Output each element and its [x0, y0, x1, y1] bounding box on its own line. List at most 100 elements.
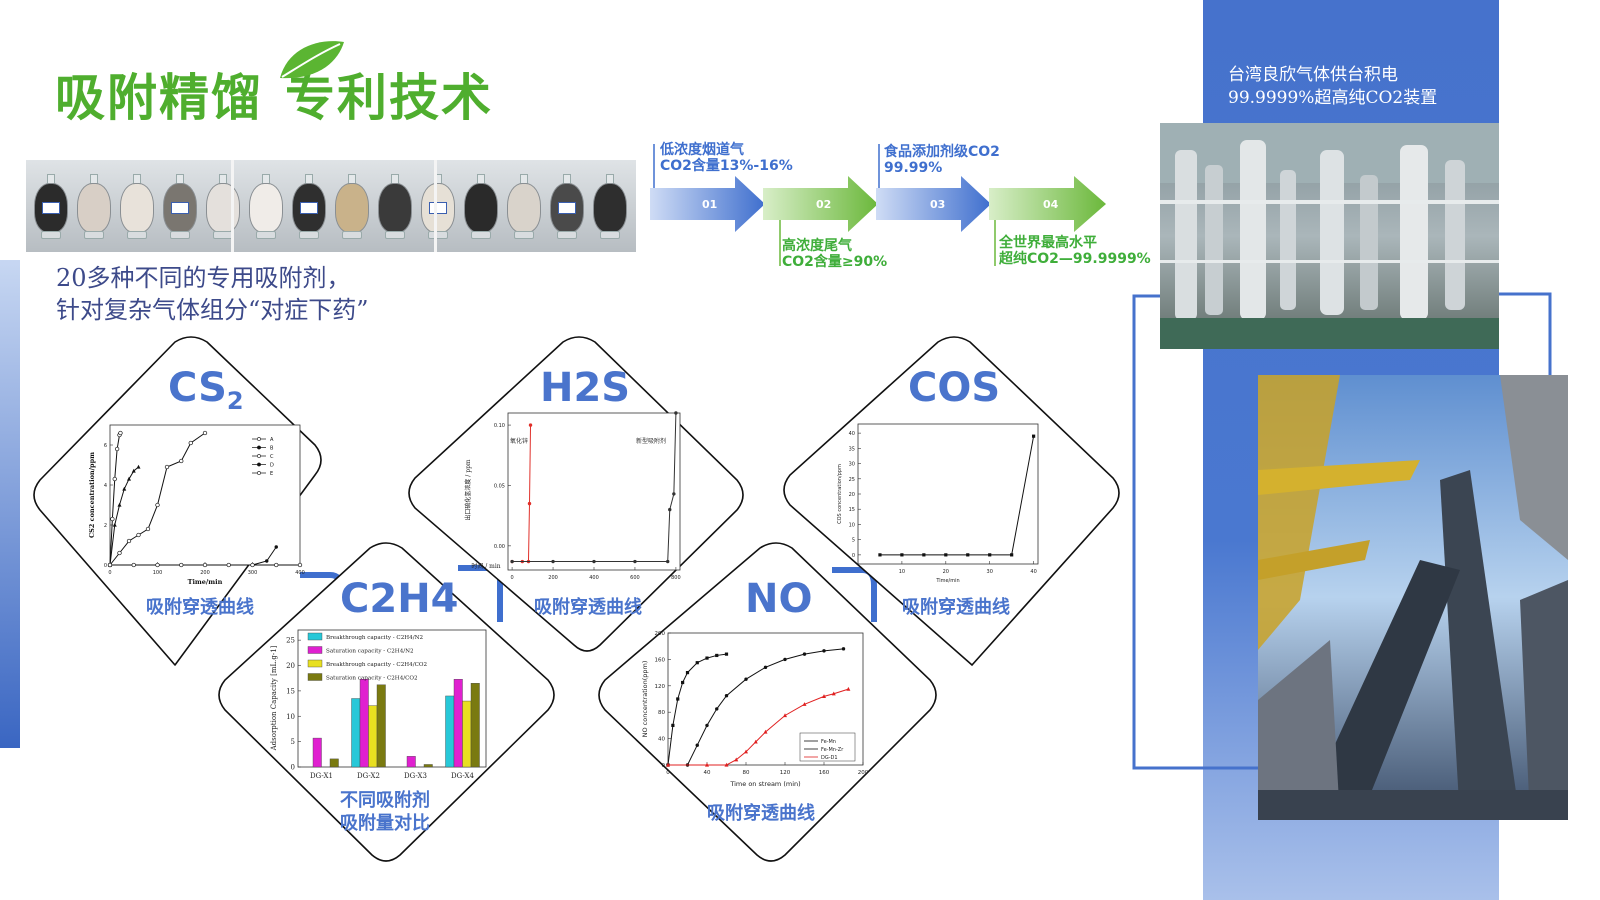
- cs2-x-tick-label: 200: [200, 570, 210, 576]
- h2s-new-point: [592, 559, 596, 564]
- cs2-C-point: [155, 562, 160, 568]
- no-legend-label: Fe-Mn-Zr: [821, 747, 844, 753]
- cos-chart-frame: [857, 423, 1039, 565]
- no-x-tick-label: 80: [743, 770, 750, 776]
- sample-flask: [249, 174, 283, 244]
- c2h4-bar: [368, 705, 378, 768]
- h2s-x-tick-label: 0: [511, 575, 514, 581]
- cs2-C-point: [202, 562, 208, 568]
- step-4-label: 全世界最高水平 超纯CO2—99.9999%: [999, 235, 1151, 267]
- arrow-step-1: [650, 176, 765, 232]
- c2h4-legend-label: Breakthrough capacity - C2H4/CO2: [326, 662, 427, 668]
- no-dg-d1-point: [802, 702, 807, 706]
- caption-h2s: 吸附穿透曲线: [534, 597, 642, 618]
- h2s-x-tick-label: 200: [548, 575, 558, 581]
- sample-flask: [335, 174, 369, 244]
- cs2-legend-marker: [257, 471, 261, 475]
- cs2-D-point: [112, 522, 117, 527]
- c2h4-legend-swatch: [307, 632, 323, 641]
- photo-separator: [434, 160, 437, 252]
- h2s-y-axis-label: 出口硫化氢浓度 / ppm: [464, 459, 472, 521]
- arrow-step-2: [763, 176, 878, 232]
- process-flow: 01 02 03 04 低浓度烟道气 CO2含量13%-16% 高浓度尾气 CO…: [650, 140, 1170, 275]
- cs2-E-point: [126, 538, 132, 544]
- no-fe-mn-zr-point: [724, 694, 729, 698]
- no-x-tick-label: 160: [819, 770, 830, 776]
- no-dg-d1-point: [831, 691, 836, 696]
- cos-series-point: [988, 553, 992, 557]
- caption-no: 吸附穿透曲线: [707, 803, 815, 824]
- cs2-E-point: [164, 464, 170, 470]
- cos-series-point: [922, 553, 926, 557]
- gas-label-h2s: H2S: [540, 365, 631, 411]
- c2h4-bar: [406, 756, 416, 768]
- title-part-2: 专利技术: [285, 69, 493, 127]
- gas-label-no: NO: [745, 576, 813, 622]
- c2h4-y-tick-label: 10: [286, 713, 295, 721]
- c2h4-bar: [329, 758, 339, 768]
- cs2-E-point: [155, 502, 160, 508]
- h2s-new-point: [668, 507, 672, 512]
- c2h4-bar: [445, 695, 455, 768]
- c2h4-bar: [376, 684, 386, 768]
- gas-label-cs2: CS2: [168, 365, 244, 415]
- no-y-tick-label: 40: [658, 737, 665, 743]
- step-4-number: 04: [1043, 198, 1059, 211]
- cs2-y-axis-label: CS2 concentration/ppm: [88, 452, 96, 538]
- no-fe-mn-zr-point: [695, 743, 699, 747]
- cos-series-point: [878, 553, 882, 557]
- cos-x-tick-label: 30: [987, 569, 993, 575]
- sample-flask: [34, 174, 68, 244]
- no-x-tick-label: 40: [704, 770, 711, 776]
- c2h4-bar: [462, 700, 472, 768]
- no-fe-mn-point: [715, 653, 719, 658]
- no-fe-mn-point: [671, 723, 675, 727]
- no-fe-mn-point: [705, 656, 709, 660]
- h2s-new-point: [551, 559, 555, 564]
- leaf-icon: [280, 41, 344, 79]
- c2h4-category-label: DG-X3: [404, 772, 427, 780]
- sample-flask: [292, 174, 326, 244]
- h2s-x-axis-label: 时间 / min: [471, 562, 500, 570]
- no-x-tick-label: 120: [780, 770, 791, 776]
- cs2-chart-frame: [109, 424, 301, 566]
- no-x-tick-label: 200: [858, 770, 869, 776]
- step-2-label: 高浓度尾气 CO2含量≥90%: [782, 238, 888, 270]
- cs2-y-tick-label: 0: [104, 563, 107, 569]
- process-arrows: [650, 144, 1106, 266]
- no-dg-d1-point: [705, 762, 709, 767]
- cs2-E-line: [109, 432, 206, 566]
- no-dg-d1-point: [744, 749, 748, 754]
- h2s-x-tick-label: 600: [630, 575, 640, 581]
- cs2-legend-label: A: [270, 437, 274, 443]
- cs2-D-point: [127, 476, 131, 481]
- arrow-step-4: [989, 176, 1106, 232]
- no-fe-mn-zr-line: [668, 648, 844, 766]
- c2h4-bar: [359, 679, 369, 768]
- cs2-C-point: [274, 562, 279, 568]
- c2h4-category-label: DG-X2: [357, 772, 380, 780]
- no-legend-label: Fe-Mn: [821, 739, 836, 745]
- cos-series-point: [900, 553, 904, 557]
- no-dg-d1-point: [724, 762, 729, 767]
- sample-flask: [421, 174, 455, 244]
- c2h4-bar: [423, 764, 433, 768]
- cs2-D-point: [117, 502, 122, 507]
- no-fe-mn-point: [681, 680, 685, 685]
- sample-flask: [206, 174, 240, 244]
- cs2-legend-marker: [257, 445, 261, 450]
- no-fe-mn-zr-point: [715, 707, 719, 711]
- cs2-E-point: [107, 562, 113, 568]
- cos-y-tick-label: 25: [849, 477, 855, 483]
- cs2-A-point: [110, 516, 115, 522]
- c2h4-bar: [453, 679, 463, 768]
- no-y-tick-label: 200: [655, 631, 666, 637]
- cos-y-tick-label: 35: [849, 446, 855, 452]
- sample-flask: [507, 174, 541, 244]
- cs2-x-tick-label: 300: [248, 570, 258, 576]
- sample-flask: [120, 174, 154, 244]
- h2s-annotation-new: 新型吸附剂: [636, 437, 666, 445]
- arrow-step-3: [876, 176, 991, 232]
- sorbent-samples-photo: [26, 160, 636, 252]
- caption-c2h4: 不同吸附剂 吸附量对比: [340, 790, 430, 834]
